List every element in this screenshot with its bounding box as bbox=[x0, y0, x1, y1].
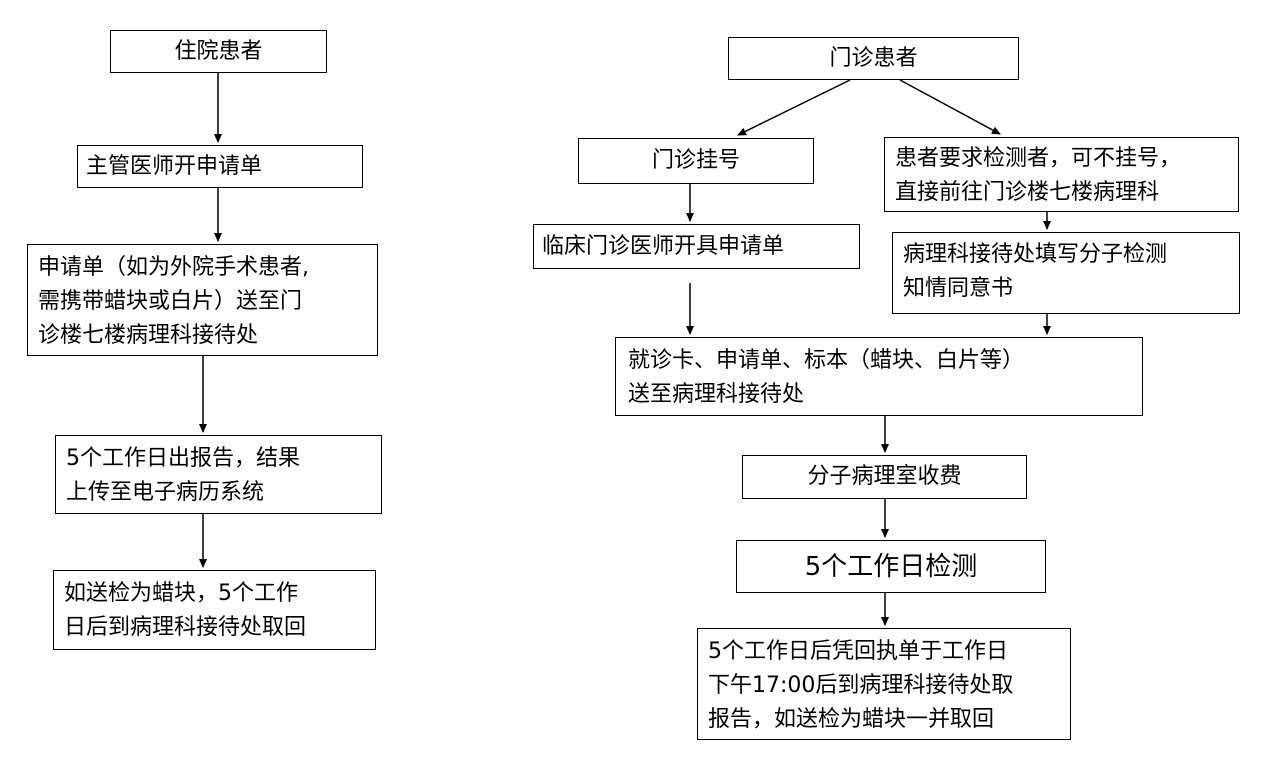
inpatient-submit-line-2: 需携带蜡块或白片）送至门 bbox=[38, 289, 303, 314]
outpatient-submit-line-1: 就诊卡、申请单、标本（蜡块、白片等） bbox=[628, 348, 1025, 373]
outpatient-submit-line-2: 送至病理科接待处 bbox=[628, 382, 805, 407]
inpatient-submit-line-1: 申请单（如为外院手术患者, bbox=[38, 255, 309, 280]
inpatient-report-line-2: 上传至电子病历系统 bbox=[66, 480, 265, 505]
outpatient-fee-text: 分子病理室收费 bbox=[807, 464, 962, 489]
outpatient-register-text: 门诊挂号 bbox=[651, 148, 740, 173]
inpatient-doctor-box: 主管医师开申请单 bbox=[77, 145, 363, 188]
outpatient-report-line-2: 下午17:00后到病理科接待处取 bbox=[708, 673, 1014, 698]
inpatient-doctor-text: 主管医师开申请单 bbox=[86, 154, 263, 179]
inpatient-submit-line-3: 诊楼七楼病理科接待处 bbox=[38, 323, 259, 348]
outpatient-direct-box: 患者要求检测者，可不挂号， 直接前往门诊楼七楼病理科 bbox=[884, 137, 1239, 212]
inpatient-start-box: 住院患者 bbox=[110, 30, 327, 73]
outpatient-testing-text: 5个工作日检测 bbox=[804, 551, 978, 582]
outpatient-consent-line-2: 知情同意书 bbox=[903, 276, 1014, 301]
outpatient-direct-line-1: 患者要求检测者，可不挂号， bbox=[895, 146, 1182, 171]
inpatient-submit-box: 申请单（如为外院手术患者, 需携带蜡块或白片）送至门 诊楼七楼病理科接待处 bbox=[27, 244, 378, 356]
arrow-outpatient-split-right bbox=[899, 79, 1001, 135]
inpatient-retrieve-box: 如送检为蜡块，5个工作 日后到病理科接待处取回 bbox=[53, 570, 376, 650]
inpatient-report-line-1: 5个工作日出报告，结果 bbox=[66, 446, 300, 471]
outpatient-report-box: 5个工作日后凭回执单于工作日 下午17:00后到病理科接待处取 报告，如送检为蜡… bbox=[697, 628, 1071, 740]
outpatient-submit-box: 就诊卡、申请单、标本（蜡块、白片等） 送至病理科接待处 bbox=[615, 337, 1143, 416]
outpatient-clinic-doctor-box: 临床门诊医师开具申请单 bbox=[533, 224, 860, 269]
inpatient-retrieve-line-2: 日后到病理科接待处取回 bbox=[64, 615, 307, 640]
outpatient-consent-box: 病理科接待处填写分子检测 知情同意书 bbox=[892, 232, 1240, 314]
outpatient-register-box: 门诊挂号 bbox=[578, 138, 814, 184]
outpatient-direct-line-2: 直接前往门诊楼七楼病理科 bbox=[895, 180, 1160, 205]
outpatient-report-line-1: 5个工作日后凭回执单于工作日 bbox=[708, 639, 1008, 664]
outpatient-clinic-doctor-text: 临床门诊医师开具申请单 bbox=[542, 234, 785, 259]
inpatient-report-box: 5个工作日出报告，结果 上传至电子病历系统 bbox=[55, 435, 382, 514]
outpatient-consent-line-1: 病理科接待处填写分子检测 bbox=[903, 242, 1168, 267]
arrow-outpatient-split-left bbox=[737, 79, 851, 136]
outpatient-report-line-3: 报告，如送检为蜡块一并取回 bbox=[708, 707, 995, 732]
outpatient-fee-box: 分子病理室收费 bbox=[742, 455, 1027, 499]
outpatient-testing-box: 5个工作日检测 bbox=[736, 540, 1046, 593]
inpatient-start-text: 住院患者 bbox=[174, 38, 263, 64]
outpatient-start-text: 门诊患者 bbox=[829, 45, 918, 71]
inpatient-retrieve-line-1: 如送检为蜡块，5个工作 bbox=[64, 581, 298, 606]
outpatient-start-box: 门诊患者 bbox=[728, 37, 1019, 80]
